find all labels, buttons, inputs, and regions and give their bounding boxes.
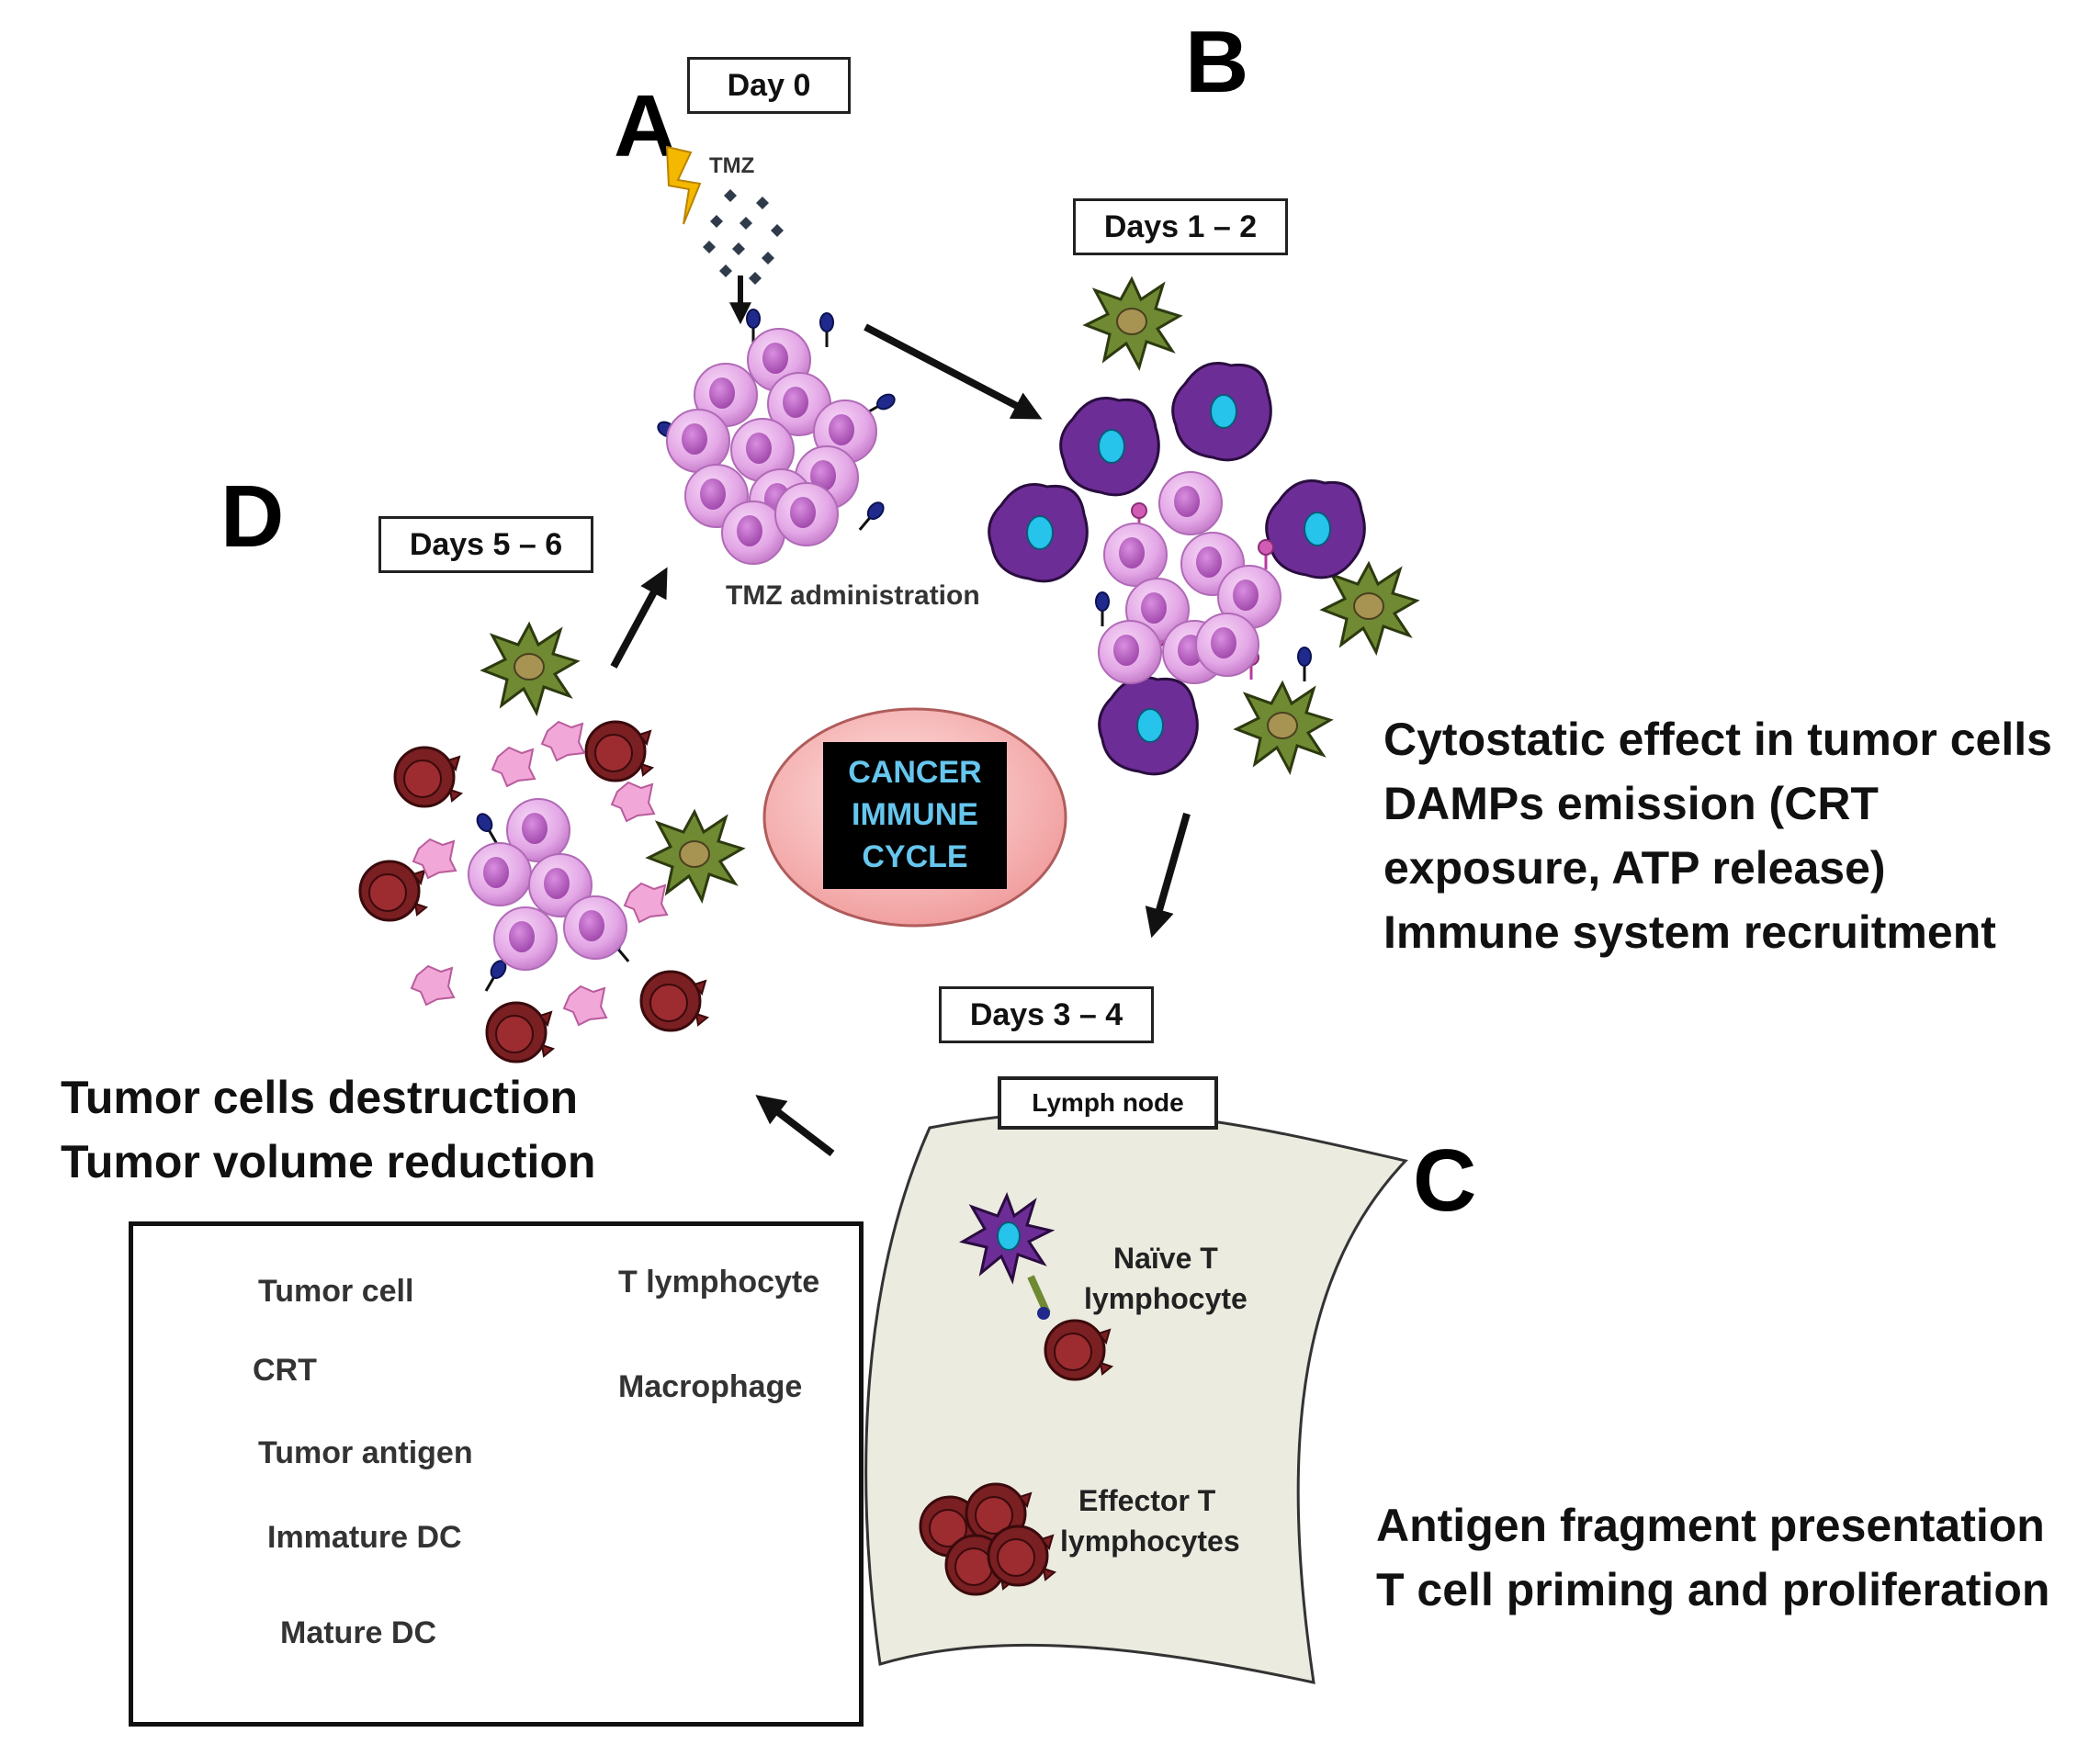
cycle-line-3: CYCLE (862, 839, 968, 874)
naive-t-label-1: Naïve T (1113, 1242, 1218, 1275)
legend-immature-dc-label: Immature DC (267, 1520, 462, 1555)
effector-t-label-1: Effector T (1078, 1484, 1216, 1517)
lymph-node-title: Lymph node (998, 1076, 1218, 1130)
effector-t-label-2: lymphocytes (1060, 1525, 1240, 1558)
stage-c-line-1: Antigen fragment presentation (1376, 1500, 2045, 1551)
tumor-cluster-a (654, 308, 898, 565)
stage-b-line-2: DAMPs emission (CRT (1383, 778, 1879, 829)
cancer-immune-cycle-label: CANCER IMMUNE CYCLE (823, 742, 1007, 889)
arrow-b-to-c (1145, 812, 1191, 939)
days56-box: Days 5 – 6 (378, 516, 593, 573)
tmz-molecules (703, 189, 784, 285)
stage-c-description: Antigen fragment presentation T cell pri… (1376, 1493, 2049, 1622)
legend-mature-dc-label: Mature DC (280, 1615, 437, 1650)
phase-c-label: C (1413, 1131, 1476, 1230)
arrow-d-to-a (610, 567, 668, 669)
legend: Tumor cell CRT Tumor antigen Immature DC… (129, 1221, 864, 1727)
lymph-node-cells (919, 1194, 1113, 1596)
stage-b-line-3: exposure, ATP release) (1383, 842, 1886, 894)
stage-d-line-2: Tumor volume reduction (61, 1136, 596, 1187)
days34-box: Days 3 – 4 (939, 986, 1154, 1043)
phase-b-label: B (1185, 13, 1248, 111)
naive-t-label-2: lymphocyte (1084, 1282, 1248, 1315)
stage-d-line-1: Tumor cells destruction (61, 1072, 579, 1123)
lightning-icon (665, 145, 702, 225)
phase-d-label: D (220, 467, 284, 566)
legend-tumor-antigen-label: Tumor antigen (258, 1435, 473, 1470)
arrow-c-to-d (755, 1095, 835, 1157)
stage-b-line-4: Immune system recruitment (1383, 906, 1996, 958)
lymph-node-shape (864, 1110, 1408, 1684)
stage-b-line-1: Cytostatic effect in tumor cells (1383, 714, 2052, 765)
day0-box: Day 0 (687, 57, 851, 114)
legend-macrophage-label: Macrophage (618, 1369, 803, 1404)
legend-crt-label: CRT (253, 1353, 317, 1388)
legend-t-lymphocyte-label: T lymphocyte (618, 1265, 820, 1300)
cycle-line-2: IMMUNE (852, 797, 978, 832)
stage-b-description: Cytostatic effect in tumor cells DAMPs e… (1383, 707, 2052, 964)
cycle-line-1: CANCER (848, 755, 982, 790)
days12-box: Days 1 – 2 (1073, 198, 1288, 255)
stage-c-line-2: T cell priming and proliferation (1376, 1564, 2050, 1615)
stage-b-cluster (988, 277, 1418, 776)
stage-d-cluster (358, 623, 744, 1063)
tmz-administration-label: TMZ administration (726, 580, 980, 611)
stage-d-description: Tumor cells destruction Tumor volume red… (61, 1065, 595, 1194)
arrow-a-to-b (864, 323, 1043, 420)
tmz-label: TMZ (709, 153, 754, 178)
legend-tumor-cell-label: Tumor cell (258, 1274, 414, 1309)
